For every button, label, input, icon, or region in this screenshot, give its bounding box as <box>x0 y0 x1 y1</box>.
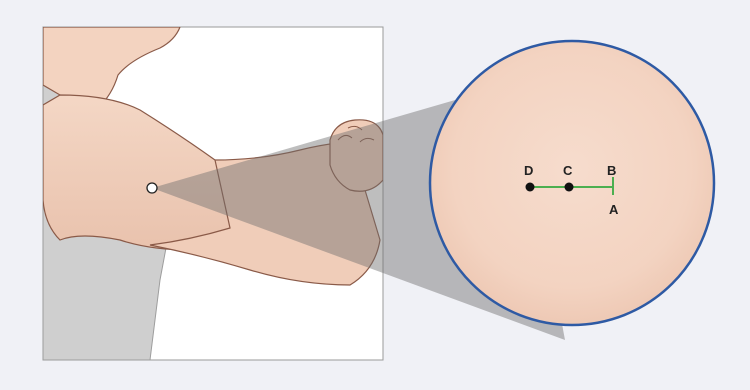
label-c: C <box>563 163 573 178</box>
label-b: B <box>607 163 616 178</box>
label-d: D <box>524 163 533 178</box>
point-d <box>525 182 535 192</box>
point-c <box>564 182 574 192</box>
magnifier-circle <box>428 39 716 327</box>
fist <box>329 119 383 192</box>
label-a: A <box>609 202 619 217</box>
circle-marker-icon <box>146 182 158 194</box>
figure-illustration <box>43 27 383 360</box>
forearm <box>149 142 381 286</box>
